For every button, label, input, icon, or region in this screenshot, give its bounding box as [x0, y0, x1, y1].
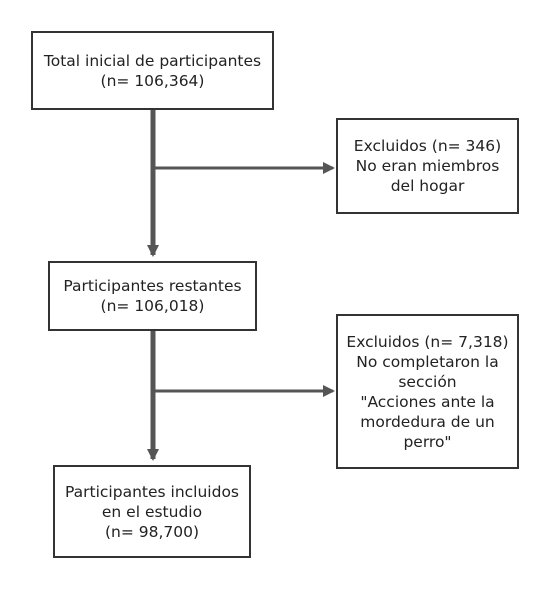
- box-text-line: perro": [403, 432, 452, 451]
- box-excluded-2: Excluidos (n= 7,318) No completaron la s…: [336, 314, 519, 469]
- box-text-line: sección: [398, 372, 457, 391]
- box-text-line: Excluidos (n= 7,318): [346, 332, 509, 351]
- box-text-line: en el estudio: [101, 502, 203, 521]
- box-included-participants: Participantes incluidos en el estudio (n…: [53, 465, 251, 558]
- box-text-line: No completaron la: [356, 352, 499, 371]
- box-text-line: "Acciones ante la: [360, 392, 495, 411]
- box-remaining-participants: Participantes restantes (n= 106,018): [48, 261, 257, 331]
- box-text-line: Participantes restantes: [63, 277, 242, 295]
- box-excluded-1: Excluidos (n= 346) No eran miembros del …: [336, 118, 519, 214]
- box-text-line: Excluidos (n= 346): [353, 137, 502, 155]
- box-text-line: Total inicial de participantes: [43, 51, 262, 70]
- box-total-participants: Total inicial de participantes (n= 106,3…: [31, 31, 274, 110]
- box-text-line: mordedura de un: [360, 412, 495, 431]
- box-text-line: Participantes incluidos: [65, 482, 239, 501]
- box-text-line: No eran miembros: [355, 157, 500, 175]
- box-text-line: del hogar: [390, 177, 465, 195]
- box-text-line: (n= 98,700): [104, 522, 200, 541]
- box-text-line: (n= 106,364): [100, 71, 205, 90]
- box-text-line: (n= 106,018): [100, 297, 205, 315]
